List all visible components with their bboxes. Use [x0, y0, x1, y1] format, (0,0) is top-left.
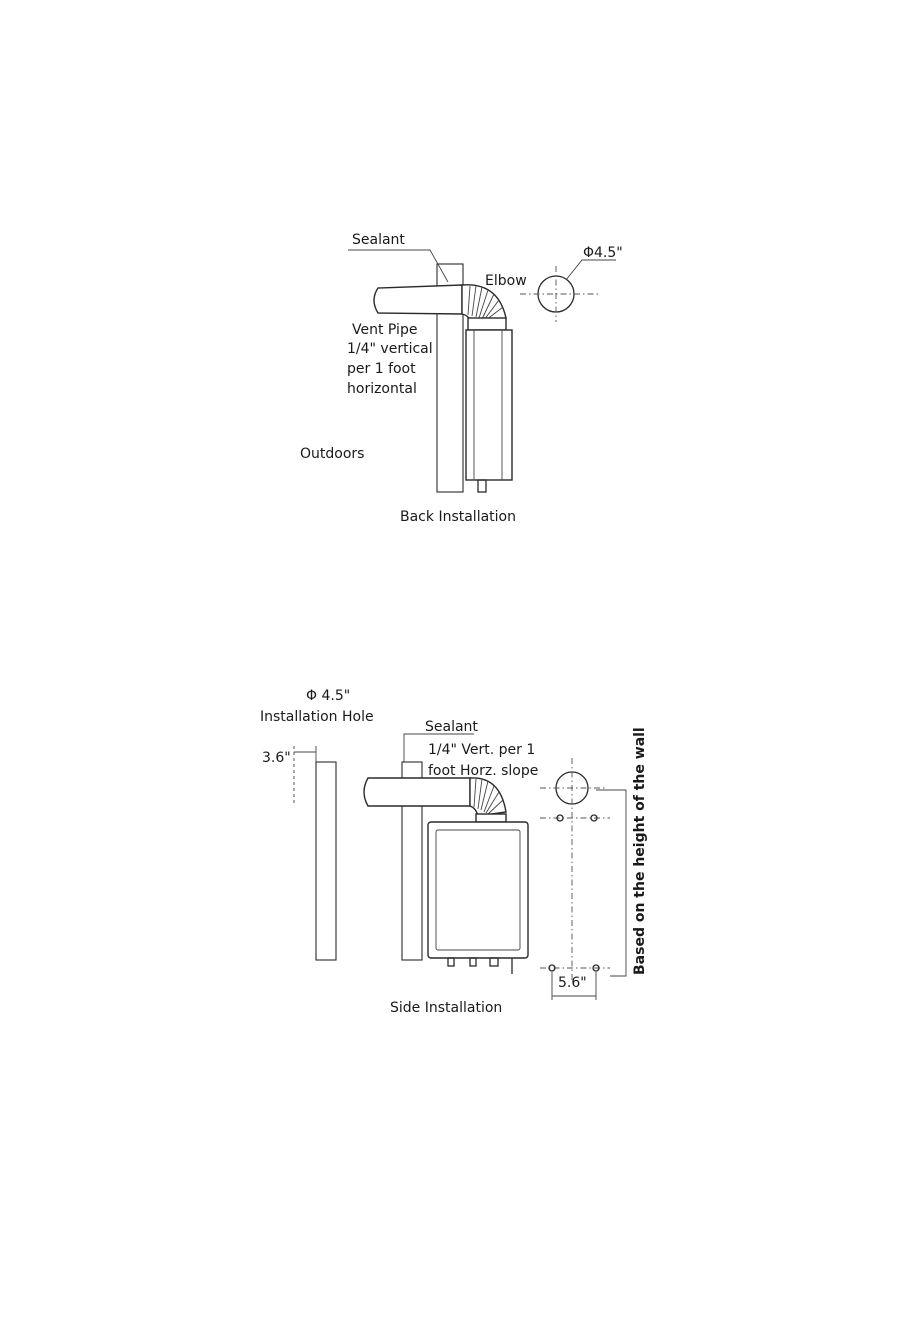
vent-pipe-label: Vent Pipe	[352, 322, 417, 338]
slope-label-1: 1/4" vertical	[347, 341, 433, 357]
installation-hole-label: Installation Hole	[260, 709, 374, 725]
diameter-label: Φ4.5"	[583, 245, 623, 261]
side-installation-caption: Side Installation	[390, 1000, 502, 1016]
side-elbow-connector	[476, 814, 506, 822]
vent-pipe	[374, 285, 462, 314]
elbow-connector	[468, 318, 506, 330]
back-installation-diagram: Sealant Elbow Φ4.5" Vent Pipe 1/4" verti…	[300, 232, 623, 525]
brick-wall-front	[316, 762, 336, 960]
offset-label: 3.6"	[262, 750, 291, 766]
back-installation-caption: Back Installation	[400, 509, 516, 525]
diameter-leader	[566, 260, 616, 280]
sealant-leader	[348, 250, 448, 282]
side-water-heater	[428, 822, 528, 958]
hole-diameter-label: Φ 4.5"	[306, 688, 350, 704]
slope-label-2: per 1 foot	[347, 361, 416, 377]
side-vent-pipe	[364, 778, 470, 806]
elbow-label: Elbow	[485, 273, 527, 289]
side-installation-diagram: Φ 4.5" Installation Hole Sealant 1/4" Ve…	[260, 688, 648, 1016]
side-sealant-label: Sealant	[425, 719, 478, 735]
sealant-label: Sealant	[352, 232, 405, 248]
water-heater	[466, 330, 512, 480]
side-slope-label-2: foot Horz. slope	[428, 763, 538, 779]
outdoors-label: Outdoors	[300, 446, 364, 462]
slope-label-3: horizontal	[347, 381, 417, 397]
side-slope-label-1: 1/4" Vert. per 1	[428, 742, 535, 758]
spacing-label: 5.6"	[558, 975, 587, 991]
wall-height-note: Based on the height of the wall	[632, 727, 648, 975]
